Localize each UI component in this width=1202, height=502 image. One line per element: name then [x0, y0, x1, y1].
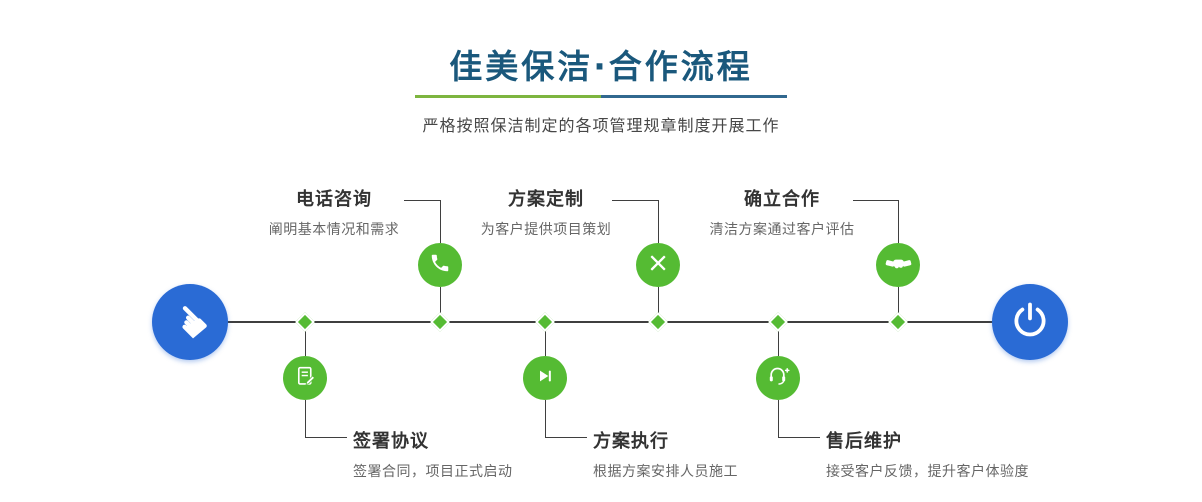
connector-line — [898, 200, 899, 243]
connector-line — [440, 287, 441, 321]
connector-line — [658, 287, 659, 321]
timeline-diamond — [768, 312, 788, 332]
node-plan-execute — [523, 356, 567, 400]
step-desc: 接受客户反馈，提升客户体验度 — [826, 464, 1029, 480]
connector-line — [305, 437, 347, 438]
connector-line — [778, 437, 820, 438]
node-after-sales — [756, 356, 800, 400]
customer-service-icon — [766, 364, 790, 392]
step-desc: 签署合同，项目正式启动 — [353, 464, 513, 480]
timeline-diamond — [430, 312, 450, 332]
connector-line — [305, 400, 306, 437]
step-title: 方案执行 — [593, 431, 669, 452]
connector-line — [305, 323, 306, 356]
timeline-diamond — [295, 312, 315, 332]
step-desc: 阐明基本情况和需求 — [268, 222, 400, 238]
connector-line — [545, 437, 587, 438]
contract-icon — [294, 365, 317, 392]
step-sign-agreement: 签署协议 签署合同，项目正式启动 — [353, 427, 513, 481]
phone-icon — [429, 252, 451, 278]
timeline-start-endpoint: ☚ — [152, 284, 228, 360]
connector-line — [612, 200, 658, 201]
connector-line — [440, 200, 441, 243]
step-title: 确立合作 — [744, 189, 820, 210]
connector-line — [545, 323, 546, 356]
step-desc: 根据方案安排人员施工 — [593, 464, 738, 480]
node-sign-agreement — [283, 356, 327, 400]
step-establish-cooperation: 确立合作 清洁方案通过客户评估 — [702, 185, 862, 239]
step-title: 方案定制 — [508, 189, 584, 210]
connector-line — [898, 287, 899, 321]
play-icon — [535, 366, 555, 390]
timeline-diamond — [888, 312, 908, 332]
node-plan-custom — [636, 243, 680, 287]
handshake-icon — [885, 250, 912, 281]
title-divider — [415, 95, 787, 98]
design-tools-icon — [647, 252, 669, 278]
power-icon — [1011, 301, 1049, 343]
step-plan-execution: 方案执行 根据方案安排人员施工 — [593, 427, 738, 481]
timeline-diamond — [535, 312, 555, 332]
connector-line — [545, 400, 546, 437]
timeline-end-endpoint — [992, 284, 1068, 360]
page-subtitle: 严格按照保洁制定的各项管理规章制度开展工作 — [422, 116, 780, 135]
node-phone-consult — [418, 243, 462, 287]
timeline-diamond — [648, 312, 668, 332]
connector-line — [404, 200, 440, 201]
step-after-sales-maintenance: 售后维护 接受客户反馈，提升客户体验度 — [826, 427, 1029, 481]
step-desc: 为客户提供项目策划 — [480, 222, 612, 238]
hand-pointer-icon: ☚ — [159, 291, 221, 353]
node-establish-cooperation — [876, 243, 920, 287]
step-plan-customization: 方案定制 为客户提供项目策划 — [462, 185, 630, 239]
connector-line — [658, 200, 659, 243]
step-phone-consultation: 电话咨询 阐明基本情况和需求 — [250, 185, 418, 239]
step-title: 签署协议 — [353, 431, 429, 452]
page-title: 佳美保洁·合作流程 — [449, 47, 753, 86]
connector-line — [778, 400, 779, 437]
step-title: 售后维护 — [826, 431, 902, 452]
step-title: 电话咨询 — [296, 189, 372, 210]
connector-line — [853, 200, 898, 201]
timeline-line — [190, 321, 1030, 323]
connector-line — [778, 323, 779, 356]
step-desc: 清洁方案通过客户评估 — [709, 222, 855, 238]
